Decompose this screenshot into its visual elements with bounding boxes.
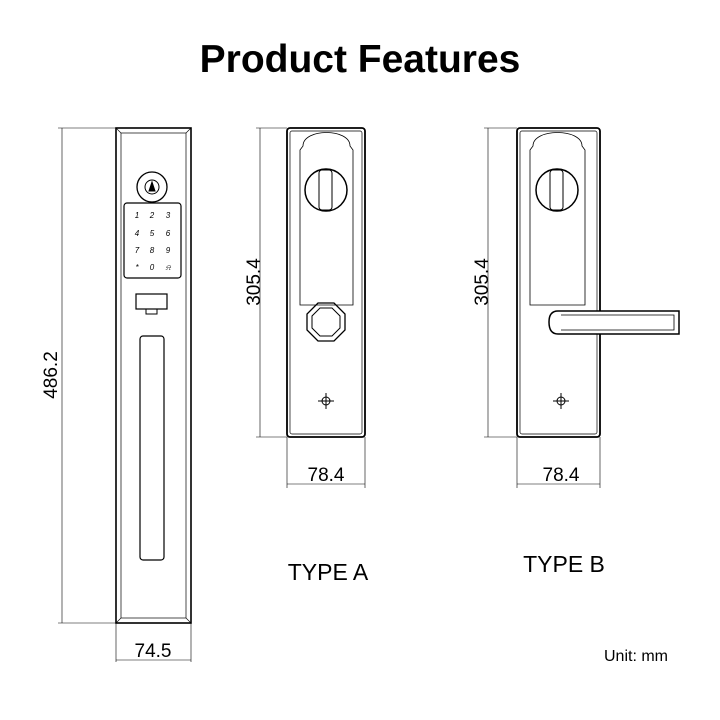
- type-a-lock: 305.4 78.4 TYPE A: [244, 127, 369, 585]
- fingerprint-latch: [135, 293, 168, 310]
- type-a-height-label: 305.4: [244, 258, 265, 306]
- type-b-label: TYPE B: [523, 551, 605, 577]
- keypad-key: 7: [135, 246, 140, 255]
- front-lock: 1 2 3 4 5 6 7 8 9 * 0 ⍾ 486.2 74.5: [41, 127, 192, 662]
- keypad-key: 0: [150, 263, 155, 272]
- keypad-key: 8: [150, 246, 155, 255]
- keypad-key: ⍾: [165, 263, 171, 272]
- octagon-knob-icon: [306, 302, 346, 342]
- type-a-label: TYPE A: [288, 559, 369, 585]
- keypad-keys: 1 2 3 4 5 6 7 8 9 * 0 ⍾: [135, 211, 172, 272]
- type-b-height-label: 305.4: [472, 258, 493, 306]
- screw-crosshair-icon: [318, 393, 334, 409]
- keypad-key: 2: [149, 211, 155, 220]
- type-b-width-label: 78.4: [543, 465, 580, 486]
- front-width-label: 74.5: [135, 641, 172, 662]
- key-cylinder-icon: [136, 171, 168, 203]
- type-b-lock: 305.4 78.4 TYPE B: [472, 127, 680, 577]
- front-height-label: 486.2: [41, 351, 62, 399]
- thumbturn-icon: [535, 168, 579, 212]
- keypad-key: *: [135, 263, 139, 272]
- keypad-key: 5: [150, 229, 155, 238]
- keypad-key: 4: [135, 229, 140, 238]
- screw-crosshair-icon: [553, 393, 569, 409]
- keypad-key: 3: [166, 211, 171, 220]
- keypad: [123, 202, 182, 279]
- keypad-key: 1: [135, 211, 139, 220]
- page-title: Product Features: [200, 38, 521, 81]
- keypad-key: 6: [166, 229, 171, 238]
- keypad-key: 9: [166, 246, 171, 255]
- type-a-width-label: 78.4: [308, 465, 345, 486]
- lever-handle: [548, 310, 680, 335]
- thumbturn-icon: [304, 168, 348, 212]
- handle-grip: [139, 335, 165, 561]
- unit-label: Unit: mm: [604, 648, 668, 665]
